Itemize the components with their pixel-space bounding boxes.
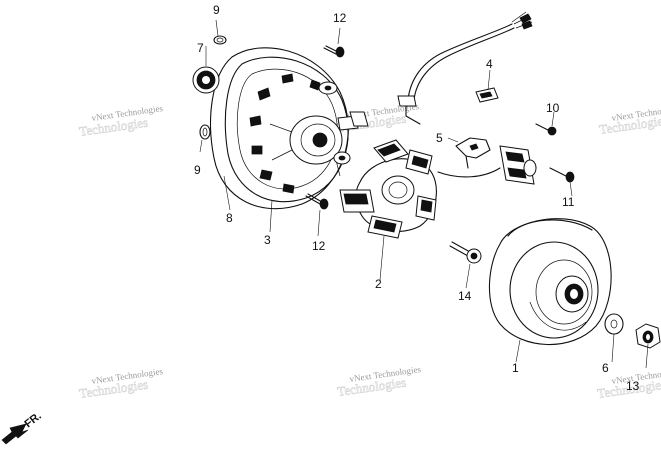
bolt-bottom bbox=[305, 193, 329, 210]
flywheel bbox=[488, 218, 612, 346]
callout-8: 8 bbox=[226, 211, 233, 225]
o-ring-top bbox=[213, 35, 227, 45]
callout-12-top: 12 bbox=[333, 11, 347, 25]
callout-13: 13 bbox=[626, 379, 640, 393]
front-direction-label: FR. bbox=[22, 410, 43, 430]
bolt-14 bbox=[449, 241, 482, 264]
washer bbox=[604, 313, 624, 335]
screw-11 bbox=[549, 167, 575, 183]
crankcase-cover bbox=[224, 56, 359, 203]
callout-labels: 9 12 7 4 10 5 9 11 8 3 12 2 14 1 6 13 bbox=[194, 3, 640, 393]
pulse-generator bbox=[499, 145, 537, 185]
callout-10: 10 bbox=[546, 101, 560, 115]
gasket bbox=[210, 47, 349, 210]
stator bbox=[339, 111, 437, 239]
wire-clamp bbox=[475, 87, 499, 103]
o-ring-left bbox=[199, 124, 211, 140]
bolt-top bbox=[323, 45, 345, 58]
callout-9-top: 9 bbox=[213, 3, 220, 17]
callout-7: 7 bbox=[197, 41, 204, 55]
callout-14: 14 bbox=[458, 289, 472, 303]
watermark-group: Technologies vNext Technologies Technolo… bbox=[78, 101, 661, 401]
front-direction-arrow-icon bbox=[1, 423, 29, 445]
callout-3: 3 bbox=[264, 233, 271, 247]
callout-5: 5 bbox=[436, 131, 443, 145]
oil-seal bbox=[192, 66, 220, 94]
callout-11: 11 bbox=[562, 195, 575, 209]
leader-lines bbox=[199, 19, 649, 369]
screw-10 bbox=[535, 123, 557, 136]
wire-harness bbox=[397, 11, 533, 178]
front-direction-indicator: FR. bbox=[1, 410, 44, 445]
callout-2: 2 bbox=[375, 277, 382, 291]
callout-1: 1 bbox=[512, 361, 519, 375]
callout-9-left: 9 bbox=[194, 163, 201, 177]
callout-4: 4 bbox=[486, 57, 493, 71]
nut bbox=[635, 323, 661, 349]
callout-6: 6 bbox=[602, 361, 609, 375]
bracket bbox=[455, 137, 491, 169]
callout-12-bottom: 12 bbox=[312, 239, 326, 253]
